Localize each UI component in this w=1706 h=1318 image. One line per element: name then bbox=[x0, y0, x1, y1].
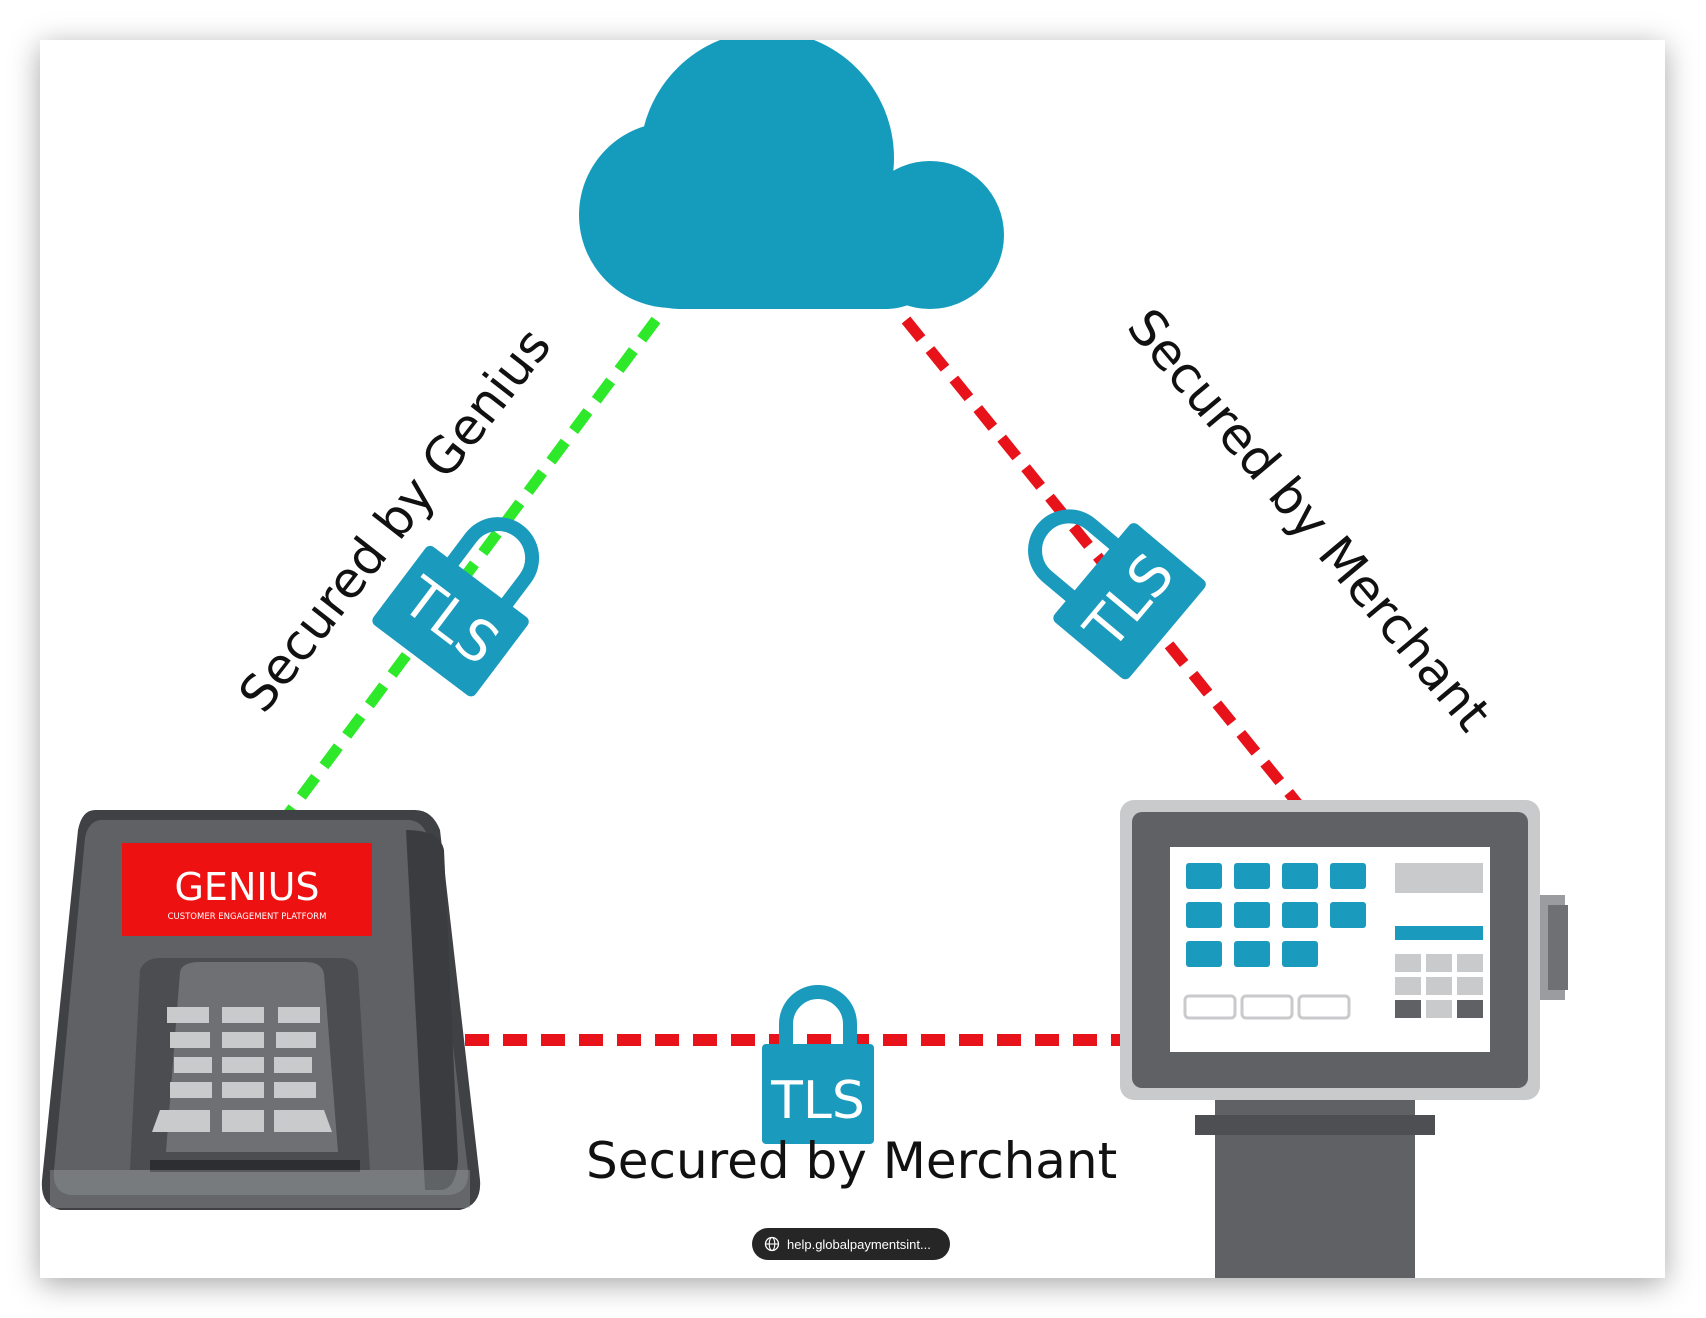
pos-terminal bbox=[1120, 800, 1568, 1278]
genius-terminal: GENIUS CUSTOMER ENGAGEMENT PLATFORM bbox=[41, 810, 481, 1210]
genius-logo: GENIUS bbox=[174, 865, 319, 909]
lock-label-bottom: TLS bbox=[770, 1071, 865, 1131]
pos-keys bbox=[1186, 863, 1483, 967]
network-diagram: TLS TLS TLS GENIUS CUSTOMER ENGAGEMENT P… bbox=[41, 40, 1568, 1278]
source-url-pill[interactable]: help.globalpaymentsint... bbox=[752, 1228, 950, 1260]
keypad bbox=[152, 1007, 332, 1132]
link-label-secured-by-merchant-bottom: Secured by Merchant bbox=[586, 1132, 1118, 1190]
cloud-icon bbox=[579, 40, 1004, 309]
genius-tagline: CUSTOMER ENGAGEMENT PLATFORM bbox=[168, 912, 327, 922]
link-genius-to-cloud bbox=[275, 316, 661, 829]
link-cloud-to-pos bbox=[901, 316, 1328, 839]
lock-icon-right: TLS bbox=[1028, 509, 1206, 680]
globe-icon bbox=[764, 1236, 780, 1252]
diagram-frame: TLS TLS TLS GENIUS CUSTOMER ENGAGEMENT P… bbox=[40, 40, 1665, 1278]
source-url-text: help.globalpaymentsint... bbox=[787, 1236, 931, 1252]
genius-screen bbox=[122, 843, 372, 936]
lock-icon-bottom: TLS bbox=[762, 985, 874, 1144]
lock-icon-left: TLS bbox=[372, 517, 540, 697]
